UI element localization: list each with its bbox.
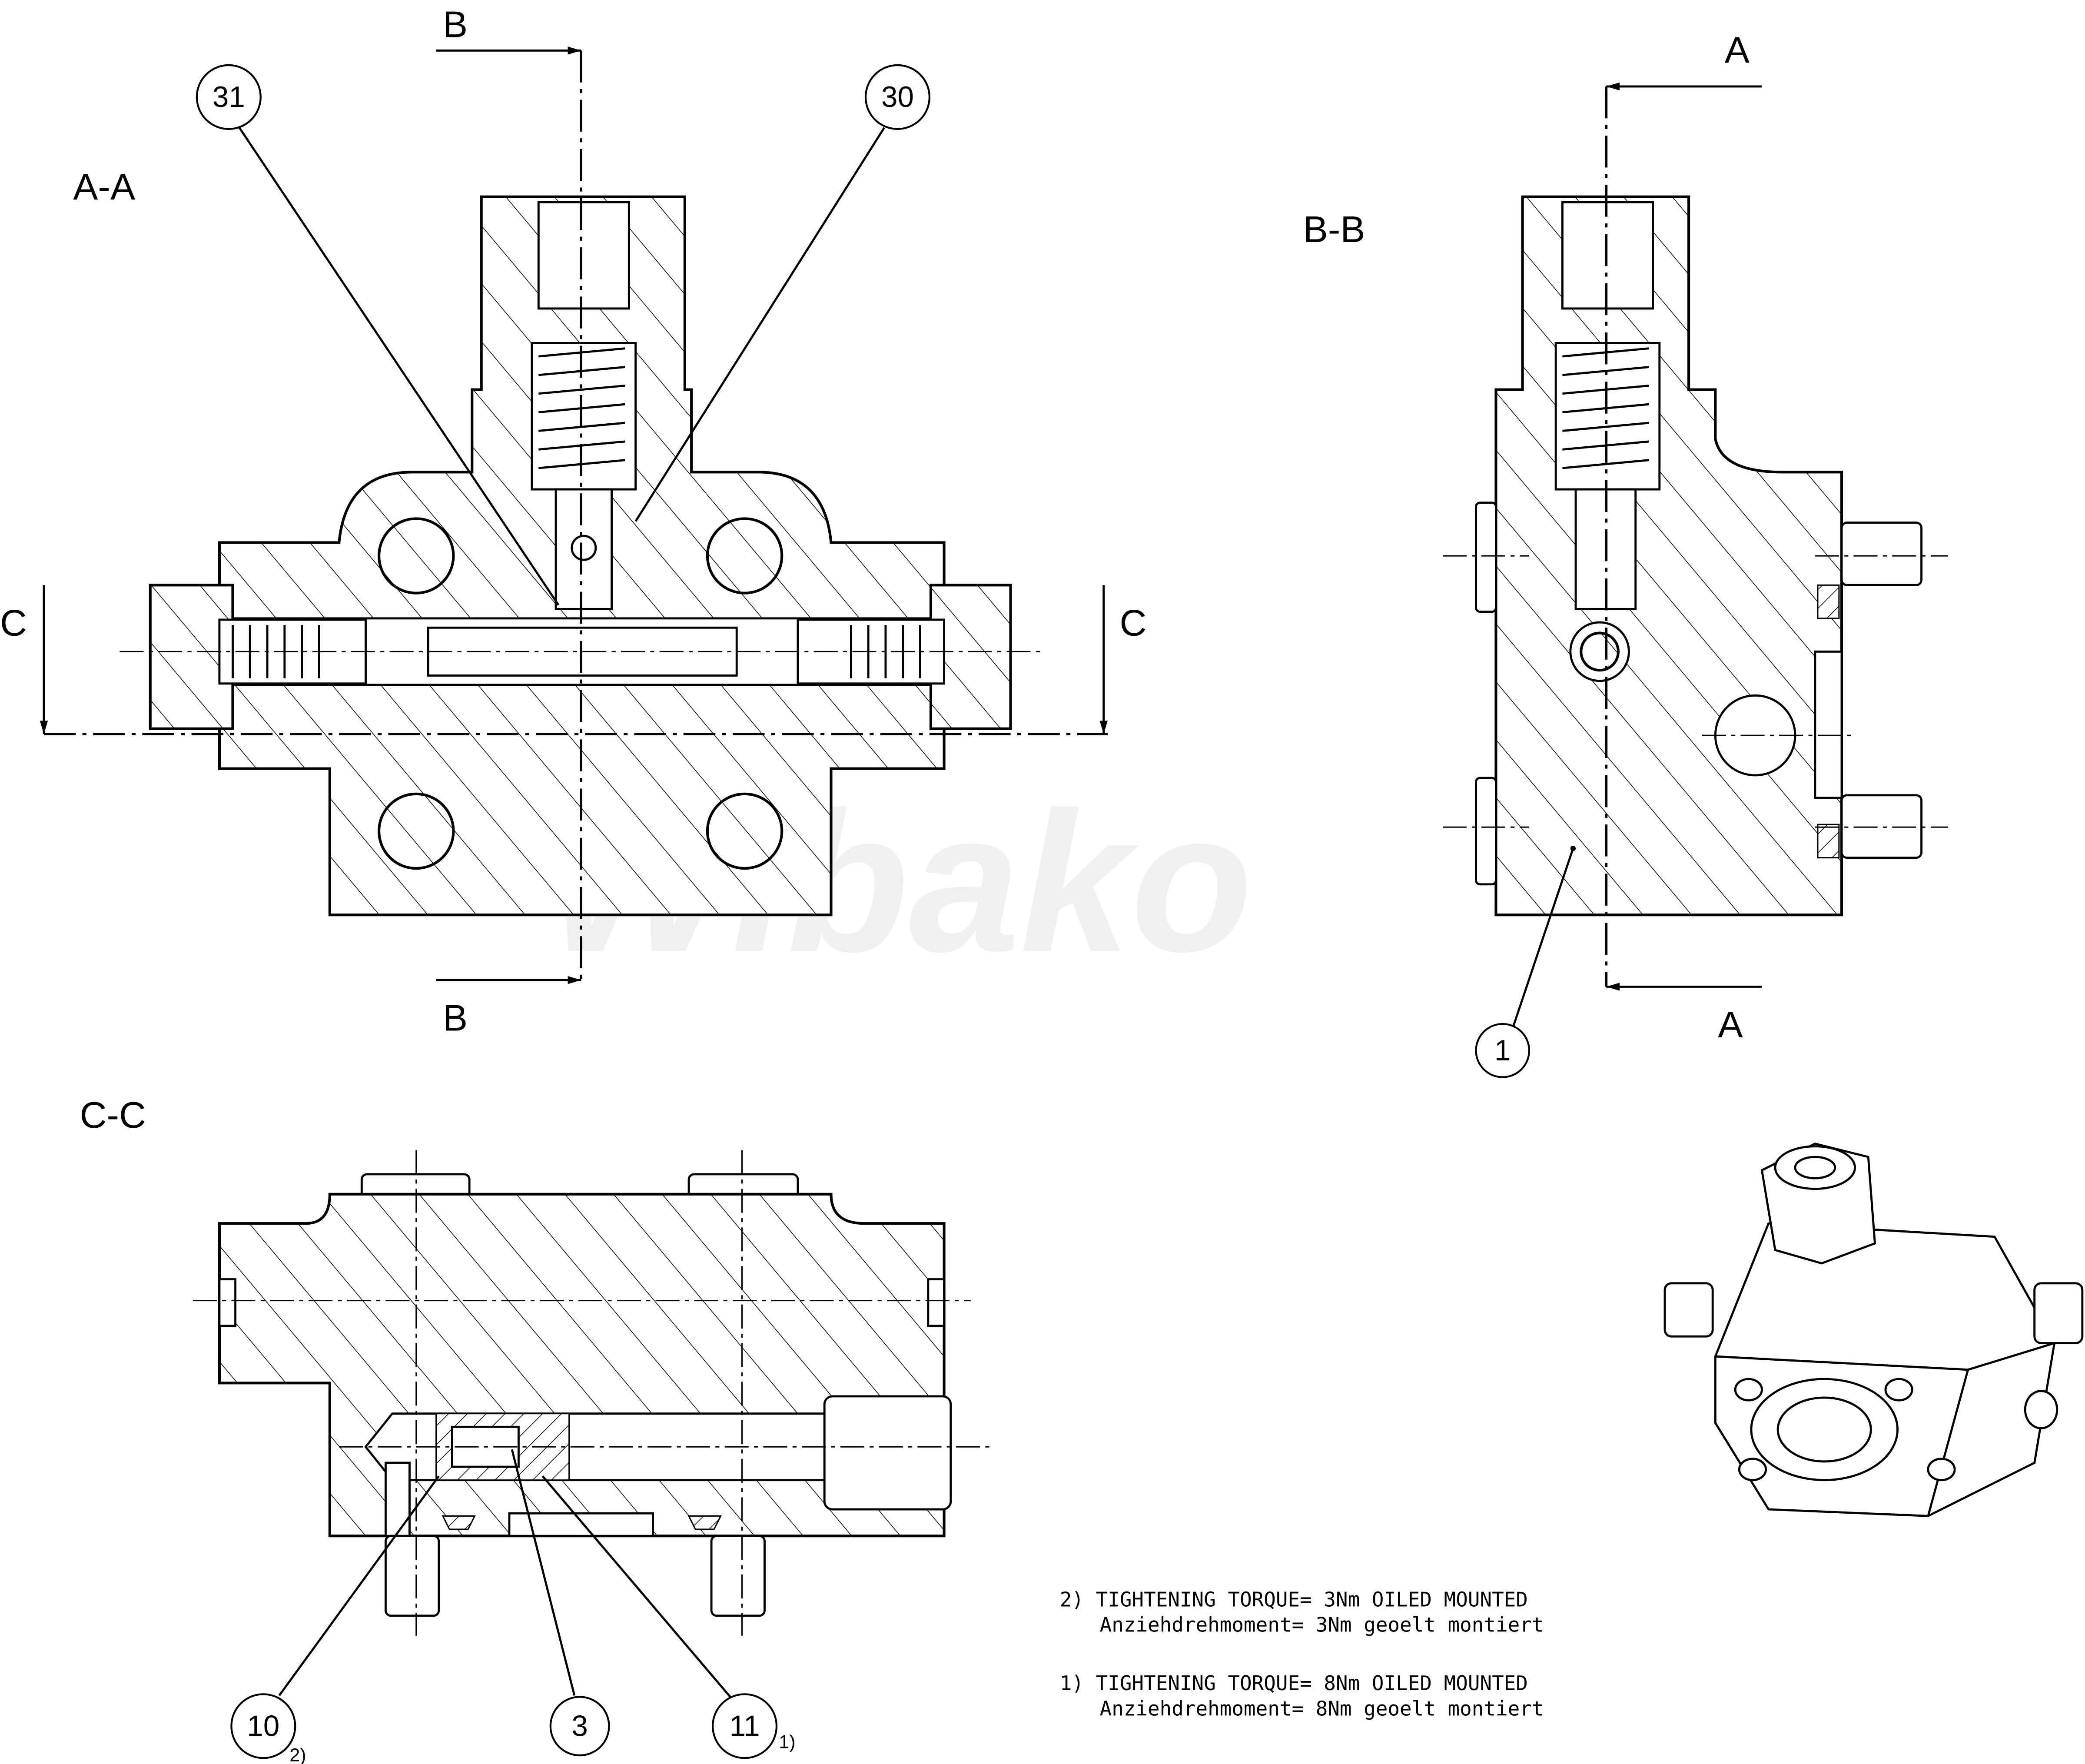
balloon-1: [1475, 1023, 1531, 1078]
bolt-hole: [378, 792, 455, 870]
check-ball: [571, 535, 597, 561]
section-marker-c-right: C: [1119, 602, 1146, 644]
pin-section: [1580, 631, 1620, 672]
iso-plug-left: [1663, 1282, 1714, 1338]
note-1-de: Anziehdrehmoment= 8Nm geoelt montiert: [1100, 1697, 1544, 1720]
section-marker-a-bottom: A: [1718, 1004, 1743, 1046]
balloon-1-number: 1: [1494, 1034, 1511, 1067]
section-marker-a-top: A: [1725, 29, 1750, 71]
o-ring: [442, 1515, 476, 1530]
view-title-aa: A-A: [73, 166, 135, 208]
section-aa-view: A-A B B C C: [0, 4, 1146, 1039]
check-valve-bore: [554, 488, 613, 610]
section-bb-view: B-B A A 1: [1303, 29, 1948, 1078]
plug-screw: [823, 1395, 952, 1511]
side-plug: [1475, 502, 1497, 613]
balloon-30-number: 30: [881, 81, 914, 113]
balloon-3-number: 3: [571, 1710, 588, 1742]
balloon-10-note: 2): [289, 1745, 306, 1764]
leader-11: [541, 1475, 732, 1699]
iso-pin: [1884, 1378, 1913, 1402]
leader-1: [1512, 848, 1574, 1027]
o-ring: [1817, 584, 1840, 619]
spring-chamber: [1554, 342, 1661, 491]
view-title-bb: B-B: [1303, 209, 1365, 250]
left-fitting: [149, 584, 234, 730]
dowel-pin-top: [1840, 522, 1923, 586]
dowel-pin: [384, 1535, 440, 1617]
leader-30: [634, 127, 885, 522]
bolt-hole: [378, 517, 455, 595]
leader-10: [278, 1475, 440, 1696]
o-ring: [687, 1515, 722, 1530]
view-title-cc: C-C: [80, 1094, 146, 1136]
o-ring: [1817, 824, 1840, 859]
section-marker-b-bottom: B: [443, 997, 468, 1039]
port-bore: [1561, 201, 1654, 310]
side-plug: [1475, 777, 1497, 886]
dowel-pin: [710, 1535, 766, 1617]
note-1-en: 1) TIGHTENING TORQUE= 8Nm OILED MOUNTED: [1060, 1671, 1528, 1695]
iso-plug-right: [2033, 1282, 2084, 1344]
balloon-10-number: 10: [247, 1710, 279, 1742]
iso-pin: [1738, 1458, 1767, 1482]
isometric-view: [1663, 1142, 2084, 1517]
iso-port-face: [1750, 1378, 1899, 1482]
cross-drilling: [384, 1462, 411, 1537]
note-2-en: 2) TIGHTENING TORQUE= 3Nm OILED MOUNTED: [1060, 1588, 1528, 1611]
balloon-31-number: 31: [212, 81, 245, 113]
section-marker-b-top: B: [443, 4, 468, 46]
note-2-de: Anziehdrehmoment= 3Nm geoelt montiert: [1100, 1613, 1544, 1637]
leader-dot: [1570, 846, 1576, 851]
balloon-11-note: 1): [779, 1732, 795, 1753]
balloon-3: [549, 1696, 610, 1757]
bolt-hole: [706, 517, 784, 595]
balloon-30: [864, 64, 931, 130]
leader-31: [238, 127, 560, 606]
housing-body-bb: [1494, 195, 1843, 917]
balloon-11-number: 11: [730, 1710, 760, 1742]
port-bore: [537, 201, 630, 310]
balloon-10: [230, 1693, 296, 1759]
balloon-11: [711, 1693, 778, 1759]
leader-3: [511, 1449, 576, 1696]
iso-pin: [1927, 1458, 1956, 1482]
side-plug: [218, 1278, 237, 1327]
balloon-31: [196, 64, 262, 130]
iso-pin: [1734, 1378, 1763, 1402]
mounting-recess: [1814, 650, 1843, 799]
notes: 2) TIGHTENING TORQUE= 3Nm OILED MOUNTED …: [1060, 1588, 1544, 1720]
section-marker-c-left: C: [0, 602, 27, 644]
side-plug: [927, 1278, 946, 1327]
section-cc-view: C-C 10 2) 3 11 1): [80, 1094, 991, 1764]
bolt-hole: [706, 792, 784, 870]
